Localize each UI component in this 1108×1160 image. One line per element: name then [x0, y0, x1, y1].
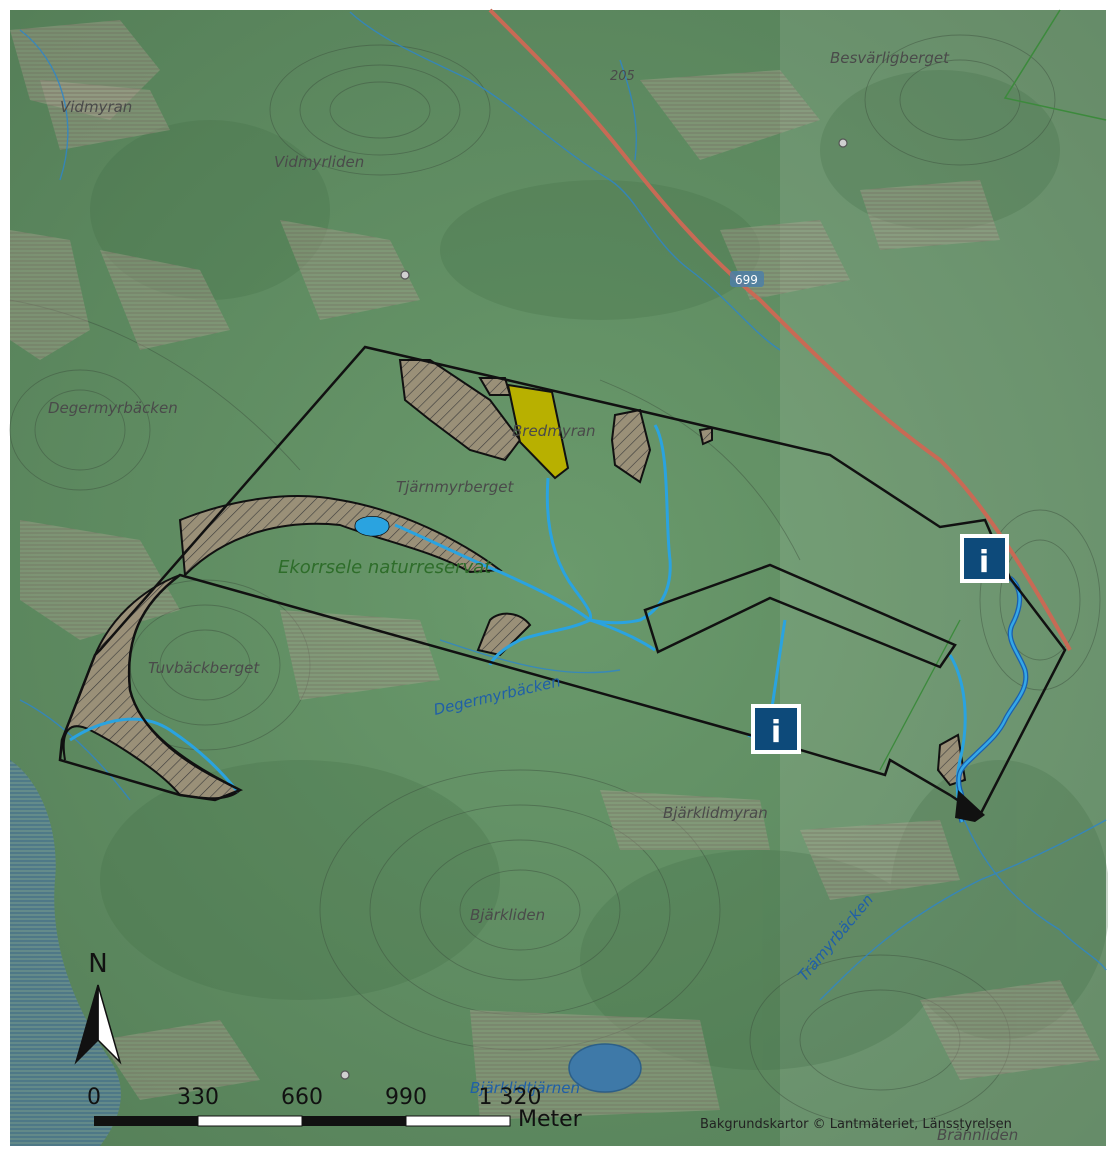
label-tuvbackberget: Tuvbäckberget — [148, 659, 260, 677]
north-arrow: N — [74, 949, 122, 1065]
lake-bjarklidtjarnen — [568, 1043, 642, 1093]
label-bjarklidtjarnen: Bjärklidtjärnen — [470, 1079, 580, 1097]
info-marker-south[interactable]: i — [751, 704, 801, 754]
scale-unit: Meter — [518, 1107, 583, 1132]
label-bredmyran: Bredmyran — [512, 422, 596, 440]
label-bjarkliden: Bjärkliden — [470, 906, 545, 924]
boundary-corner — [955, 790, 985, 822]
admin-boundary-2 — [879, 619, 961, 771]
reserve-wetlands — [60, 359, 967, 800]
info-icon: i — [979, 545, 989, 580]
info-marker-east[interactable]: i — [960, 534, 1009, 583]
label-degermyrbacken: Degermyrbäcken — [48, 399, 178, 417]
north-label: N — [88, 949, 107, 979]
terrain-texture — [90, 70, 1108, 1070]
label-vidmyrliden: Vidmyrliden — [274, 153, 364, 171]
river-right-highlight — [957, 577, 1028, 823]
road-699-label: 699 — [735, 273, 758, 287]
background-streams — [19, 11, 1107, 1001]
road-main — [488, 8, 1072, 651]
map-credit: Bakgrundskartor © Lantmäteriet, Länsstyr… — [700, 1117, 1012, 1132]
label-bjarklidmyran: Bjärklidmyran — [663, 804, 768, 822]
label-vidmyran: Vidmyran — [60, 98, 132, 116]
label-tjarnmyrberget: Tjärnmyrberget — [396, 478, 515, 496]
survey-points — [340, 138, 848, 1080]
highlighted-parcel[interactable] — [506, 383, 570, 480]
info-icon: i — [771, 715, 781, 750]
road-shield-699: 699 — [730, 271, 764, 287]
scale-tick-3: 990 — [385, 1085, 427, 1110]
scale-tick-1: 330 — [177, 1085, 219, 1110]
label-reserve: Ekorrsele naturreservat — [278, 557, 492, 578]
reserve-boundary[interactable] — [58, 345, 1067, 817]
road-205-label: 205 — [610, 69, 635, 84]
scale-tick-0: 0 — [87, 1085, 101, 1110]
scale-tick-2: 660 — [281, 1085, 323, 1110]
scale-bar: 0 330 660 990 1 320 Meter — [87, 1085, 583, 1132]
scale-tick-4: 1 320 — [479, 1085, 542, 1110]
north-arrow-icon-dark — [74, 984, 99, 1065]
label-besvarligberget: Besvärligberget — [830, 49, 950, 67]
label-brannliden: Brännliden — [937, 1126, 1018, 1144]
lake-lower-left — [10, 760, 121, 1146]
road-shield-205: 205 — [610, 69, 635, 84]
pond-reserve — [354, 515, 390, 537]
admin-boundary — [1003, 9, 1107, 121]
